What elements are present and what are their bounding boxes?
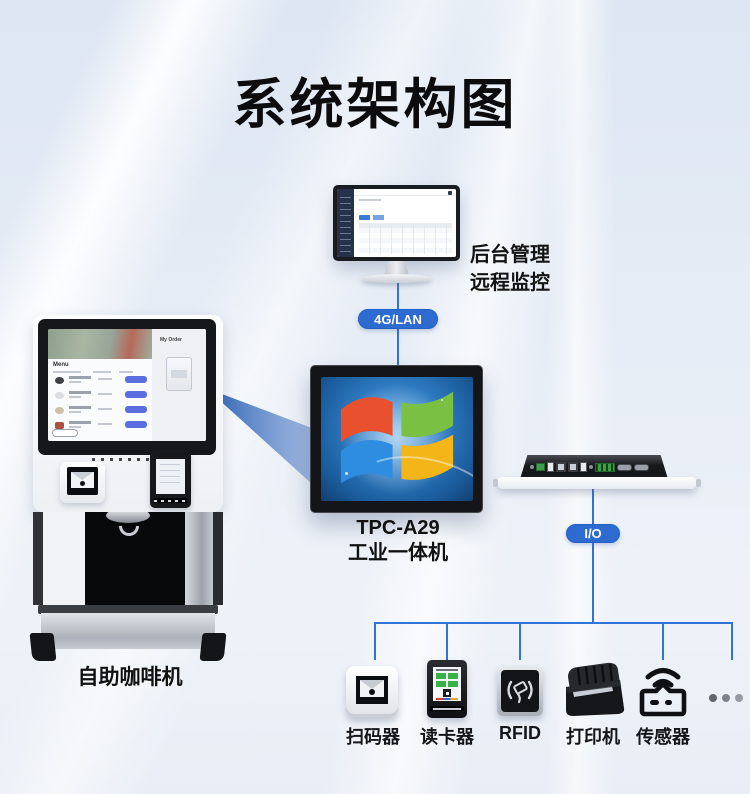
dashboard-topbar (354, 189, 456, 196)
menu-item-photo (55, 407, 64, 414)
panel-pc-io-edge (520, 455, 668, 479)
serial-port (634, 463, 649, 471)
dashboard-sidebar (337, 189, 354, 257)
dispense-area (33, 512, 223, 605)
barcode-scanner-icon (346, 666, 398, 718)
backend-label-line2: 远程监控 (470, 272, 550, 294)
serial-port (617, 463, 632, 471)
select-button (125, 406, 147, 413)
dashboard-table (359, 223, 452, 254)
drop-line-more (731, 622, 733, 660)
power-terminal (536, 463, 545, 471)
dashboard-buttons (359, 215, 385, 220)
usb-port (580, 462, 587, 472)
menu-column-headers (53, 371, 148, 373)
kiosk-foot (199, 633, 227, 661)
backend-label: 后台管理 远程监控 (470, 241, 550, 297)
device-label-rfid: RFID (499, 723, 541, 743)
kiosk-screen: My Order Menu (48, 329, 206, 441)
io-terminal-block (595, 462, 615, 472)
lan-port (568, 462, 578, 472)
scan-symbol (71, 472, 94, 488)
speaker-dots (92, 458, 164, 461)
receipt-slot (154, 498, 187, 503)
panel-pc-name: 工业一体机 (348, 542, 448, 564)
lan-port (556, 462, 566, 472)
link-badge-io: I/O (566, 524, 620, 543)
coffee-spout (106, 512, 150, 523)
coffee-spout-handle (119, 526, 139, 536)
dashboard-user-icon (448, 191, 452, 195)
panel-pc (310, 365, 483, 513)
dashboard-main (354, 189, 456, 257)
drop-line-rfid (519, 622, 521, 660)
more-devices-dot (722, 694, 730, 702)
menu-item-photo (55, 392, 64, 399)
panel-pc-front-rim (493, 477, 701, 489)
kiosk-foot (29, 633, 57, 661)
page-title: 系统架构图 (232, 75, 518, 135)
drip-tray (41, 613, 215, 649)
panel-pc-model: TPC-A29 (356, 517, 440, 539)
menu-item-photo (55, 377, 64, 384)
device-label-printer: 打印机 (566, 727, 620, 747)
kiosk-screen-bezel: My Order Menu (38, 319, 216, 455)
power-button (530, 465, 534, 469)
screen-callout-wedge (206, 388, 333, 503)
device-label-card-reader: 读卡器 (420, 727, 474, 747)
wallpaper-sparkle (345, 472, 348, 475)
wallpaper-sparkle (441, 399, 443, 401)
device-label-sensor: 传感器 (636, 727, 690, 747)
audio-jack (589, 465, 593, 469)
kiosk-scanner-window (60, 462, 105, 503)
kiosk-head: My Order Menu (33, 315, 223, 512)
menu-item-photo (55, 422, 64, 429)
rfid-reader-icon (497, 666, 543, 716)
more-devices-dot (735, 694, 743, 702)
kiosk-language-button (52, 429, 78, 437)
drip-tray-lip (38, 605, 218, 614)
menu-item-row (53, 390, 150, 402)
receipt-display (156, 459, 185, 494)
link-line-io (592, 489, 594, 623)
device-label-scanner: 扫码器 (346, 727, 400, 747)
menu-item-row (53, 405, 150, 417)
backend-label-line1: 后台管理 (470, 244, 550, 266)
monitor-stand-base (361, 274, 432, 283)
dashboard-screen (337, 189, 456, 257)
drop-line-sensor (662, 622, 664, 660)
usb-port (547, 462, 554, 472)
order-panel-title: My Order (160, 337, 182, 343)
select-button (125, 391, 147, 398)
cup-illustration (166, 357, 192, 391)
menu-item-row (53, 375, 150, 387)
sensor-icon (636, 662, 690, 718)
link-badge-4g-lan: 4G/LAN (358, 309, 438, 329)
receipt-printer-icon (560, 660, 626, 718)
more-devices-dot (709, 694, 717, 702)
panel-pc-label: TPC-A29 工业一体机 (348, 516, 448, 566)
kiosk-order-panel: My Order (152, 329, 206, 441)
card-reader-icon (427, 660, 467, 718)
kiosk-banner-photo (48, 329, 152, 359)
monitor-bezel (333, 185, 460, 261)
coffee-kiosk: My Order Menu (29, 313, 227, 661)
drop-line-scanner (374, 622, 376, 660)
select-button (125, 376, 147, 383)
menu-item-row (53, 420, 150, 432)
windows-logo (340, 382, 454, 496)
drop-line-card-reader (446, 622, 448, 660)
menu-title: Menu (53, 362, 69, 368)
kiosk-receipt-module (150, 451, 191, 508)
bus-line (374, 622, 733, 624)
monitor-stand-neck (384, 261, 409, 276)
select-button (125, 421, 147, 428)
backend-monitor (333, 185, 460, 285)
dashboard-filters (359, 199, 451, 213)
windows7-screen (321, 377, 473, 501)
coffee-kiosk-label: 自助咖啡机 (77, 666, 183, 689)
